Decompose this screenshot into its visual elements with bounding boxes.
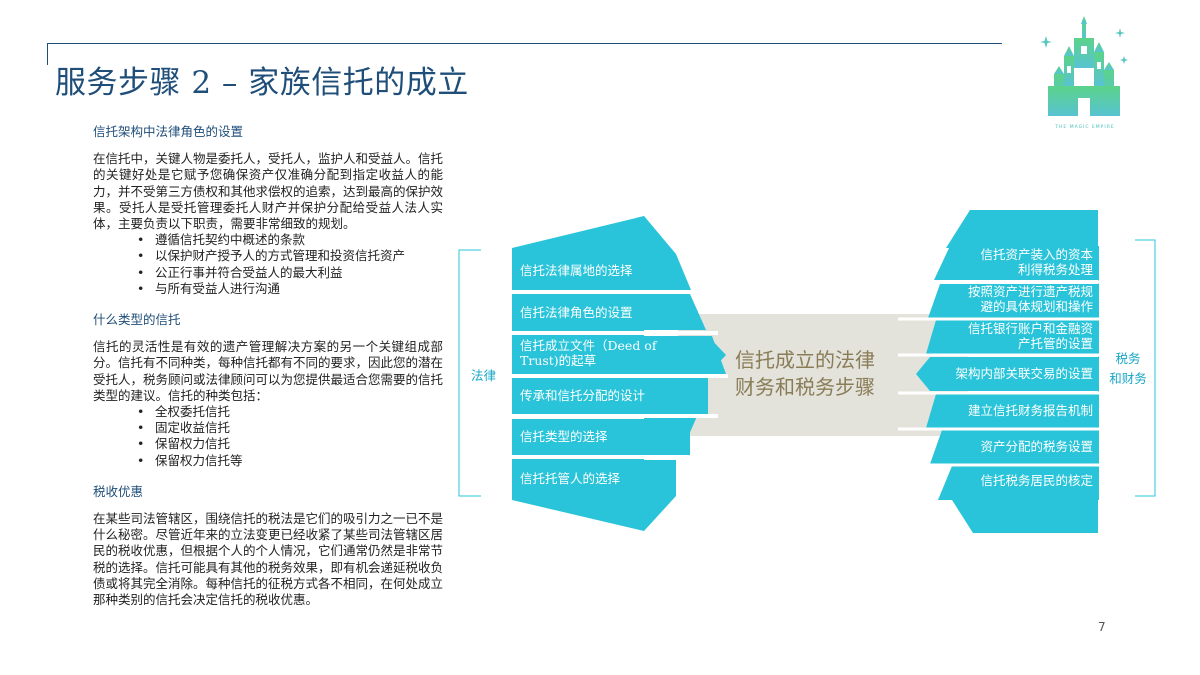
right-label-tax-finance: 税务 和财务 — [1109, 351, 1147, 386]
left-step-legal-roles: 信托法律角色的设置 — [520, 305, 633, 320]
left-box-6 — [512, 460, 676, 496]
left-step-distribution-design: 传承和信托分配的设计 — [520, 388, 646, 403]
left-bracket — [458, 249, 481, 497]
left-box-5 — [512, 419, 690, 455]
list-item: 保留权力信托 — [137, 436, 443, 452]
left-box-4 — [512, 378, 708, 414]
right-step-tax-residency: 信托税务居民的核定 — [980, 473, 1093, 488]
bullet-list-trust-types: 全权委托信托 固定收益信托 保留权力信托 保留权力信托等 — [93, 404, 443, 469]
page-number: 7 — [1098, 620, 1106, 634]
list-item: 与所有受益人进行沟通 — [137, 281, 443, 297]
section-heading-legal-roles: 信托架构中法律角色的设置 — [93, 124, 244, 139]
list-item: 以保护财产授予人的方式管理和投资信托资产 — [137, 248, 443, 264]
logo-text: THE MAGIC EMPIRE — [1055, 125, 1115, 130]
trust-process-diagram: 信托法律属地的选择 信托法律角色的设置 信托成立文件（Deed of Trust… — [458, 208, 1158, 533]
center-caption: 信托成立的法律 财务和税务步骤 — [735, 348, 875, 399]
left-label-law: 法律 — [471, 368, 497, 383]
left-step-trustee-selection: 信托托管人的选择 — [520, 471, 621, 486]
right-step-estate-tax: 按照资产进行遗产税规 避的具体规划和操作 — [967, 284, 1093, 314]
title-rule — [47, 43, 1002, 44]
left-step-jurisdiction: 信托法律属地的选择 — [520, 263, 633, 278]
left-step-trust-type: 信托类型的选择 — [520, 429, 608, 444]
section-paragraph-trust-types: 信托的灵活性是有效的遗产管理解决方案的另一个关键组成部分。信托有不同种类，每种信… — [93, 339, 444, 403]
list-item: 固定收益信托 — [137, 420, 443, 436]
right-arrow-shape — [916, 210, 1098, 533]
section-heading-tax-benefits: 税收优惠 — [93, 483, 144, 499]
left-box-3 — [512, 336, 708, 374]
left-step-deed-drafting: 信托成立文件（Deed of Trust)的起草 — [520, 338, 657, 368]
right-step-related-transactions: 架构内部关联交易的设置 — [955, 366, 1093, 381]
right-step-capital-gains: 信托资产装入的资本 利得税务处理 — [980, 247, 1093, 277]
right-step-distribution-tax: 资产分配的税务设置 — [980, 439, 1093, 454]
bullet-list-trustee-duties: 遵循信托契约中概述的条款 以保护财产授予人的方式管理和投资信托资产 公正行事并符… — [93, 232, 443, 297]
list-item: 公正行事并符合受益人的最大利益 — [137, 265, 443, 281]
section-paragraph-legal-roles: 在信托中，关键人物是委托人，受托人，监护人和受益人。信托的关键好处是它赋予您确保… — [93, 151, 444, 232]
list-item: 保留权力信托等 — [137, 453, 443, 469]
right-step-financial-reporting: 建立信托财务报告机制 — [967, 403, 1093, 418]
left-box-2 — [512, 294, 690, 330]
section-paragraph-tax-benefits: 在某些司法管辖区，围绕信托的税法是它们的吸引力之一已不是什么秘密。尽管近年来的立… — [93, 511, 444, 608]
castle-logo-icon — [1040, 16, 1128, 116]
page-title: 服务步骤 2 – 家族信托的成立 — [55, 65, 469, 101]
list-item: 全权委托信托 — [137, 404, 443, 420]
right-bracket — [1135, 239, 1156, 497]
left-text-column: 信托架构中法律角色的设置 在信托中，关键人物是委托人，受托人，监护人和受益人。信… — [93, 124, 443, 608]
title-rule-tick — [47, 43, 48, 65]
diagram-shapes — [458, 210, 1156, 533]
list-item: 遵循信托契约中概述的条款 — [137, 232, 443, 248]
right-step-bank-custody: 信托银行账户和金融资 产托管的设置 — [967, 321, 1093, 351]
section-heading-trust-types: 什么类型的信托 — [93, 312, 181, 328]
